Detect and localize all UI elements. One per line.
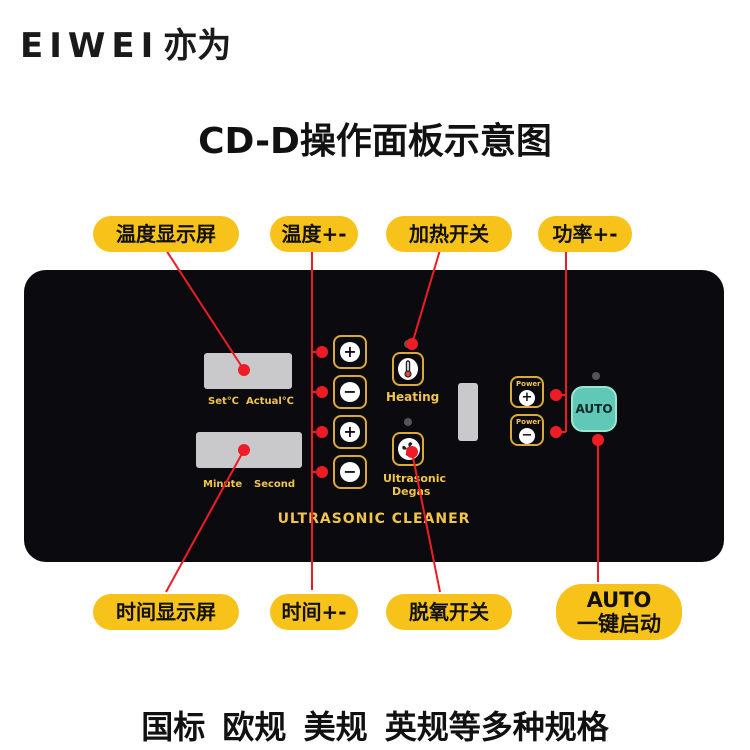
callout-degas-switch: 脱氧开关 xyxy=(386,594,512,630)
callout-time-adjust: 时间+- xyxy=(270,594,358,630)
callout-auto-line2: 一键启动 xyxy=(577,612,661,636)
brand-name-en: EIWEI xyxy=(20,26,160,66)
callout-auto-line1: AUTO xyxy=(586,588,652,612)
temp-actual-label: Actual℃ xyxy=(246,396,294,407)
degas-indicator-led xyxy=(404,418,412,426)
time-minute-label: Minute xyxy=(203,479,243,490)
plus-icon: + xyxy=(519,390,535,406)
minus-icon: − xyxy=(340,382,360,402)
power-plus-button[interactable]: Power + xyxy=(510,376,544,408)
thermometer-icon xyxy=(398,358,418,380)
plus-icon: + xyxy=(340,422,360,442)
temp-minus-button[interactable]: − xyxy=(333,375,367,409)
auto-indicator-led xyxy=(592,372,600,380)
panel-window xyxy=(458,383,478,441)
auto-button[interactable]: AUTO xyxy=(571,386,617,432)
minus-icon: − xyxy=(340,462,360,482)
minus-icon: − xyxy=(519,428,535,444)
footer-specs: 国标 欧规 美规 英规等多种规格 xyxy=(141,708,609,746)
time-plus-button[interactable]: + xyxy=(333,415,367,449)
temp-plus-button[interactable]: + xyxy=(333,335,367,369)
product-name: ULTRASONIC CLEANER xyxy=(277,511,471,527)
plus-icon: + xyxy=(340,342,360,362)
power-label: Power xyxy=(516,380,541,388)
callout-power-adjust: 功率+- xyxy=(538,216,632,252)
callout-auto-start: AUTO 一键启动 xyxy=(556,584,682,640)
degas-label-line1: Ultrasonic xyxy=(383,472,447,485)
power-label: Power xyxy=(516,418,541,426)
heating-button[interactable] xyxy=(392,352,424,386)
power-minus-button[interactable]: Power − xyxy=(510,414,544,446)
heating-label: Heating xyxy=(386,390,440,404)
callout-temperature-display: 温度显示屏 xyxy=(93,216,239,252)
callout-temperature-adjust: 温度+- xyxy=(270,216,358,252)
time-second-label: Second xyxy=(254,479,296,490)
brand-name-cn: 亦为 xyxy=(163,26,232,66)
temp-set-label: Set℃ xyxy=(208,396,239,407)
callout-time-display: 时间显示屏 xyxy=(93,594,239,630)
page-title: CD-D操作面板示意图 xyxy=(198,121,552,162)
time-minus-button[interactable]: − xyxy=(333,455,367,489)
callout-heating-switch: 加热开关 xyxy=(386,216,512,252)
